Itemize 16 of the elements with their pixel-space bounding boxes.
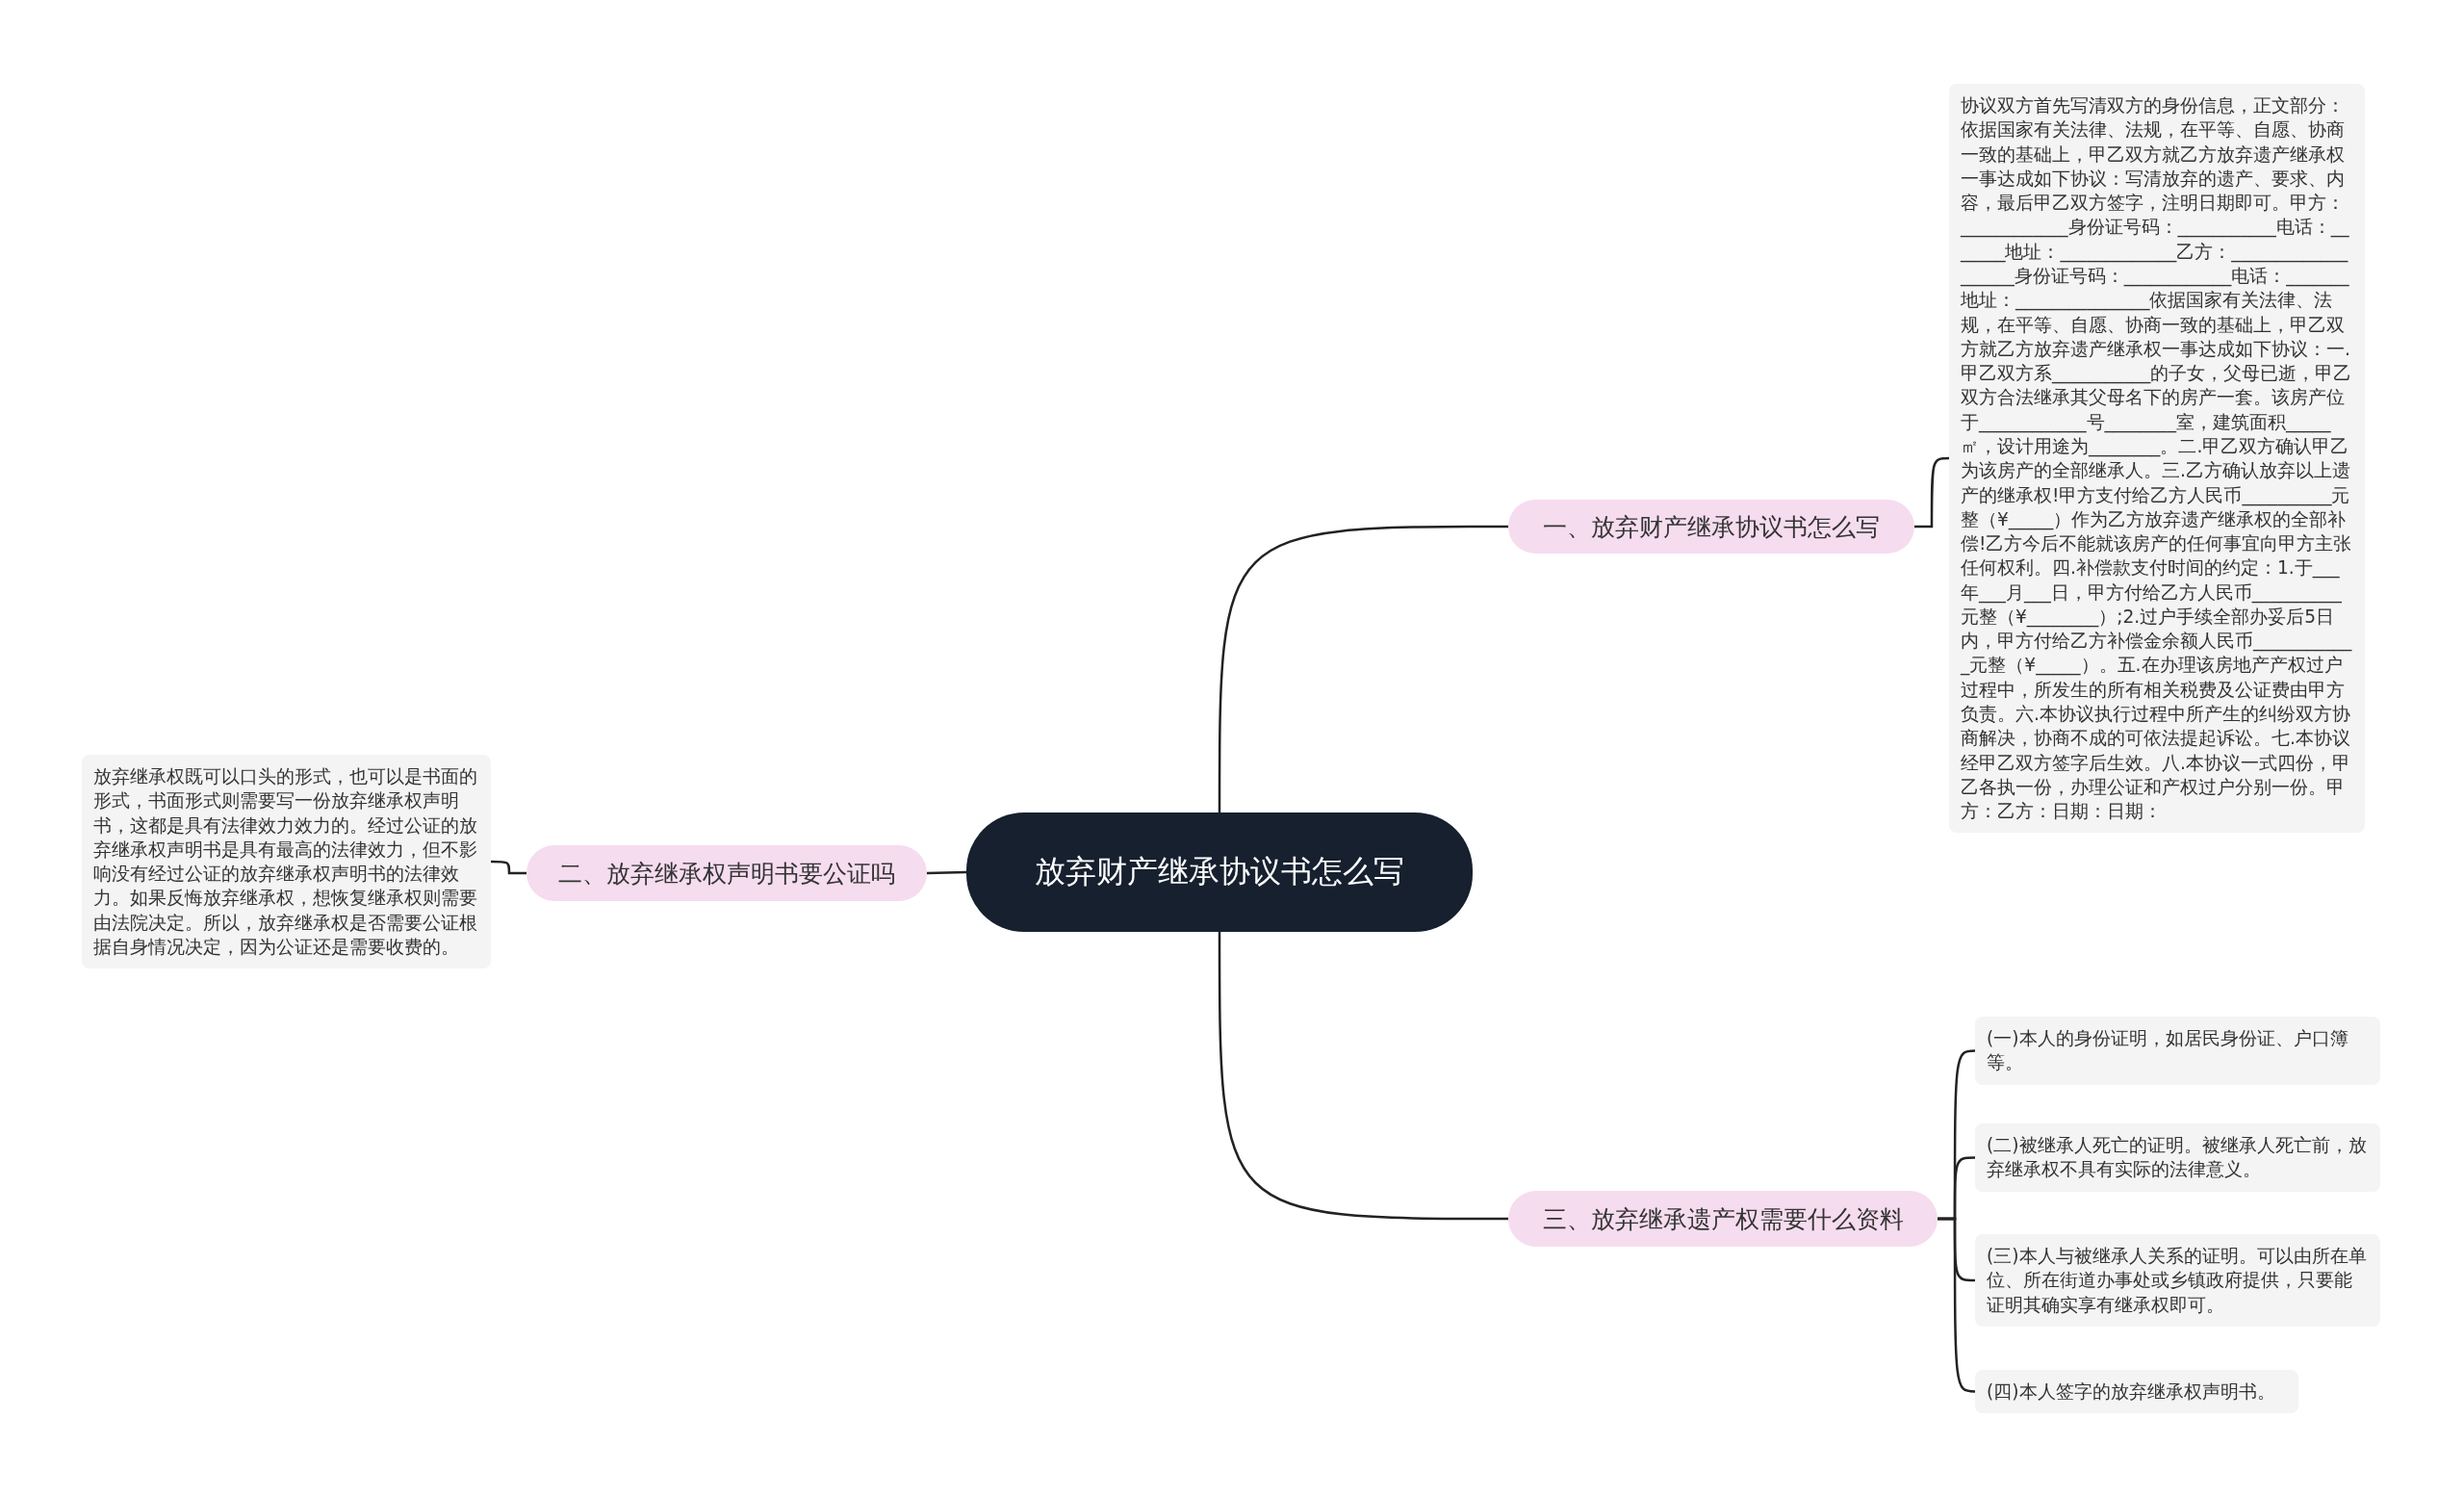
text-card: (二)被继承人死亡的证明。被继承人死亡前，放弃继承权不具有实际的法律意义。 [1975, 1123, 2380, 1192]
text-card: 放弃继承权既可以口头的形式，也可以是书面的形式，书面形式则需要写一份放弃继承权声明书，这都是具有法律效力效力的。经过公证的放弃继承权声明书是具有最高的法律效力，但不影响没有经过公证的放弃继承权声明书的法律效力。如果反悔放弃继承权，想恢复继承权则需要由法院决定。所以，放弃继承权是否需要公证根据自身情况决定，因为公证还是需要收费的。 [82, 755, 491, 969]
connector-line [926, 870, 967, 875]
connector-line [491, 860, 526, 875]
branch-topic: 三、放弃继承遗产权需要什么资料 [1508, 1191, 1938, 1247]
connector-line [1914, 456, 1949, 529]
branch-topic: 二、放弃继承权声明书要公证吗 [526, 845, 927, 901]
text-card: (一)本人的身份证明，如居民身份证、户口簿等。 [1975, 1017, 2380, 1085]
central-topic: 放弃财产继承协议书怎么写 [966, 812, 1473, 932]
text-card: 协议双方首先写清双方的身份信息，正文部分：依据国家有关法律、法规，在平等、自愿、协商一致的基础上，甲乙双方就乙方放弃遗产继承权一事达成如下协议：写清放弃的遗产、要求、内容，最后甲乙双方签字，注明日期即可。甲方：____________身份证号码：___________电话：_______地址：_____________乙方：___________________身份证号码：____________电话：_______地址：_______________依据国家有关法律、法规，在平等、自愿、协商一致的基础上，甲乙双方就乙方放弃遗产继承权一事达成如下协议：一.甲乙双方系___________的子女，父母已逝，甲乙双方合法继承其父母名下的房产一套。该房产位于____________号________室，建筑面积_____㎡，设计用途为________。二.甲乙双方确认甲乙为该房产的全部继承人。三.乙方确认放弃以上遗产的继承权!甲方支付给乙方人民币__________元整（¥_____）作为乙方放弃遗产继承权的全部补偿!乙方今后不能就该房产的任何事宜向甲方主张任何权利。四.补偿款支付时间的约定：1.于___年___月___日，甲方付给乙方人民币__________元整（¥________）;2.过户手续全部办妥后5日内，甲方付给乙方补偿金余额人民币____________元整（¥_____）。五.在办理该房地产产权过户过程中，所发生的所有相关税费及公证费由甲方负责。六.本协议执行过程中所产生的纠纷双方协商解决，协商不成的可依法提起诉讼。七.本协议经甲乙双方签字后生效。八.本协议一式四份，甲乙各执一份，办理公证和产权过户分别一份。甲方：乙方：日期：日期： [1949, 84, 2365, 834]
text-card: (三)本人与被继承人关系的证明。可以由所在单位、所在街道办事处或乡镇政府提供，只要能证明其确实享有继承权即可。 [1975, 1234, 2380, 1327]
connector-line [1218, 525, 1508, 812]
text-card: (四)本人签字的放弃继承权声明书。 [1975, 1370, 2298, 1414]
connector-line [1938, 1217, 1976, 1393]
branch-topic: 一、放弃财产继承协议书怎么写 [1508, 500, 1914, 554]
connector-line [1218, 932, 1508, 1221]
